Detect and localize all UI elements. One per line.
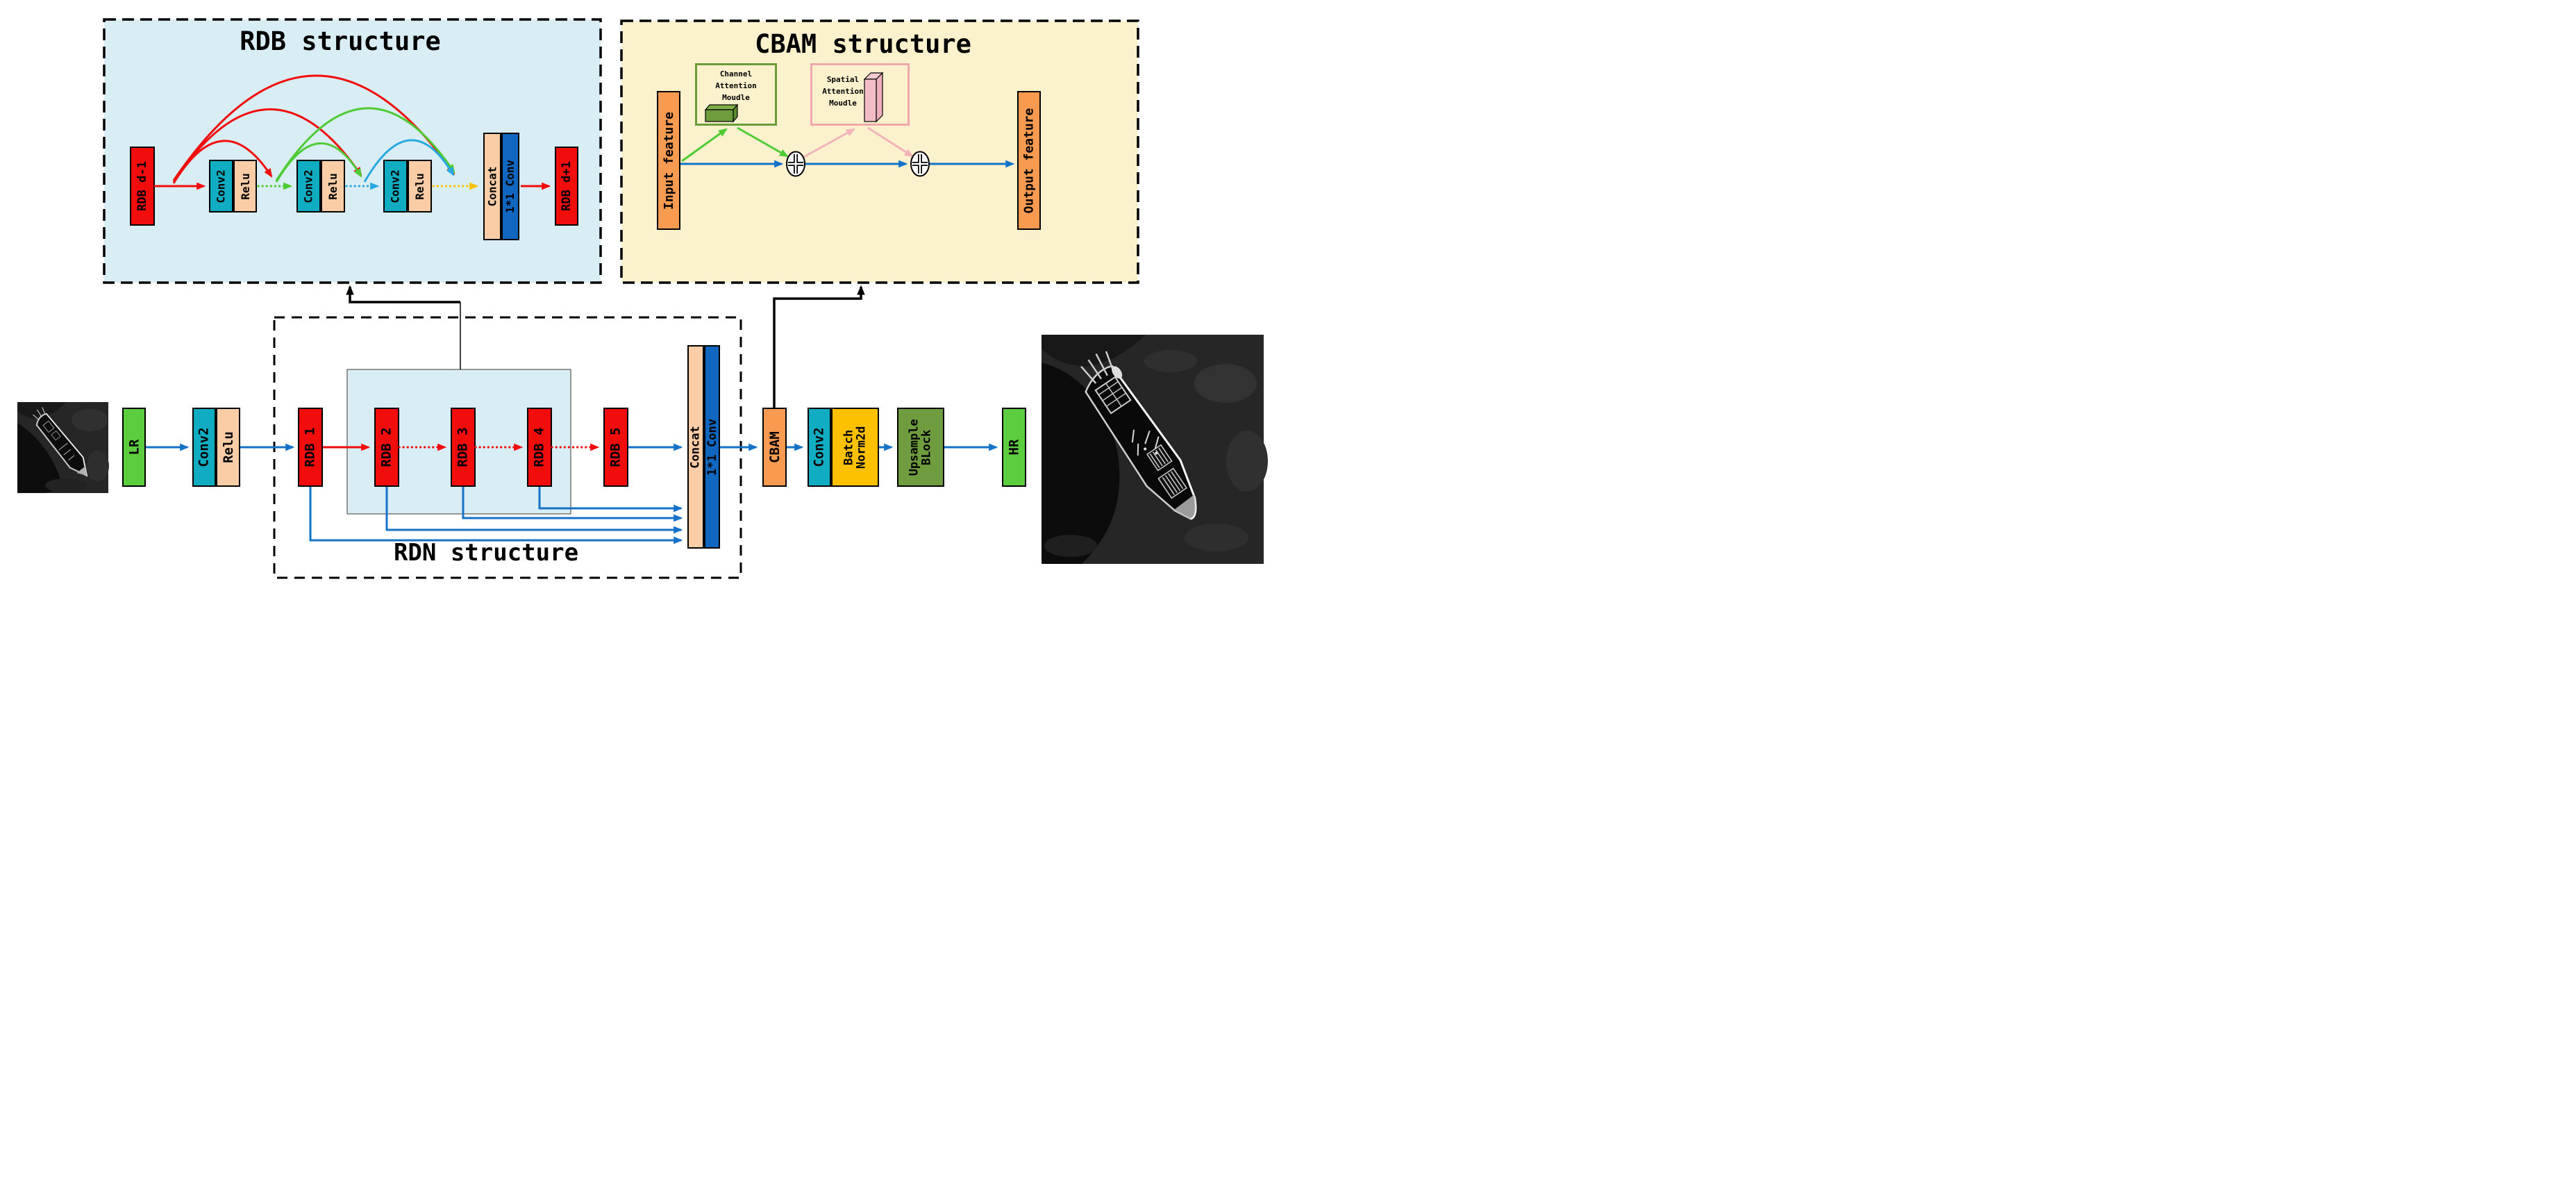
rdb-conv1x1: 1*1 Conv	[501, 133, 519, 240]
pipeline-conv2-head-label: Conv2	[196, 427, 212, 467]
pipeline-conv2-tail-label: Conv2	[812, 427, 828, 467]
channel-module-line1: Channel	[719, 69, 753, 78]
lr-input-image	[17, 402, 109, 493]
rdb-panel-title: RDB structure	[240, 26, 441, 56]
spatial-module-line1: Spatial	[826, 75, 860, 84]
background-layer	[17, 18, 1268, 579]
pipeline-rdb3: RDB 3	[451, 408, 476, 487]
pipeline-cbam-label: CBAM	[767, 431, 783, 463]
pipeline-batchnorm: Batch Norm2d	[831, 408, 879, 487]
rdb-block-d-plus-1: RDB d+1	[555, 147, 578, 226]
rdb-conv2-3: Conv2	[383, 160, 408, 212]
rdb-block-d-plus-1-label: RDB d+1	[560, 161, 574, 211]
pipeline-upsample-line2: BLock	[920, 429, 935, 465]
rdb-relu-3: Relu	[408, 160, 432, 212]
pipeline-upsample-line1: Upsample	[907, 419, 921, 476]
pipeline-rdb1: RDB 1	[298, 408, 323, 487]
channel-module-line2: Attention	[715, 81, 757, 91]
rdb-concat: Concat	[483, 133, 501, 240]
architecture-diagram: RDB structure CBAM structure RDN structu…	[0, 0, 1288, 600]
pipeline-lr-block: LR	[122, 408, 146, 487]
pipeline-batchnorm-line1: Batch	[842, 429, 856, 465]
spatial-attention-module: Spatial Attention Moudle	[810, 63, 910, 126]
pipeline-lr-label: LR	[126, 439, 142, 456]
pipeline-relu-head-label: Relu	[220, 431, 236, 463]
pipeline-relu-head: Relu	[216, 408, 240, 487]
pipeline-rdb5: RDB 5	[603, 408, 628, 487]
rdb-conv2-2: Conv2	[296, 160, 321, 212]
pipeline-hr-label: HR	[1006, 439, 1022, 456]
pipeline-rdb2: RDB 2	[374, 408, 399, 487]
rdb-relu-3-label: Relu	[413, 172, 426, 200]
rdb-conv2-2-label: Conv2	[302, 169, 316, 203]
rdb-relu-1: Relu	[233, 160, 257, 212]
pipeline-conv2-tail: Conv2	[808, 408, 831, 487]
cbam-output-feature-label: Output feature	[1021, 108, 1037, 213]
pipeline-rdb1-label: RDB 1	[303, 427, 319, 467]
rdb-block-d-minus-1-label: RDB d-1	[135, 161, 149, 211]
rdb-relu-1-label: Relu	[238, 172, 252, 200]
pipeline-conv1x1-label: 1*1 Conv	[705, 418, 719, 476]
pipeline-concat-label: Concat	[689, 425, 703, 469]
cbam-output-feature: Output feature	[1017, 91, 1041, 230]
cbam-panel-title: CBAM structure	[755, 29, 971, 59]
rdb-block-d-minus-1: RDB d-1	[130, 147, 155, 226]
pipeline-upsample: Upsample BLock	[897, 408, 944, 487]
cbam-structure-panel	[620, 19, 1139, 284]
cbam-input-feature-label: Input feature	[661, 111, 676, 210]
rdb-conv2-1-label: Conv2	[215, 169, 228, 203]
pipeline-rdb3-label: RDB 3	[455, 427, 471, 467]
pipeline-rdb4: RDB 4	[527, 408, 552, 487]
hr-output-image	[1042, 335, 1268, 564]
pipeline-rdb5-label: RDB 5	[608, 427, 624, 467]
rdb-relu-2-label: Relu	[326, 172, 340, 200]
pipeline-cbam-block: CBAM	[762, 408, 787, 487]
pipeline-conv2-head: Conv2	[192, 408, 216, 487]
spatial-module-line3: Moudle	[829, 99, 857, 108]
pipeline-hr-block: HR	[1002, 408, 1026, 487]
spatial-module-line2: Attention	[822, 87, 864, 97]
rdb-concat-label: Concat	[485, 166, 499, 207]
channel-attention-module: Channel Attention Moudle	[695, 63, 777, 126]
pipeline-concat: Concat	[687, 345, 704, 549]
rdb-conv1x1-label: 1*1 Conv	[503, 159, 517, 214]
pipeline-rdb4-label: RDB 4	[532, 427, 548, 467]
rdb-conv2-1: Conv2	[209, 160, 233, 212]
rdb-conv2-3-label: Conv2	[389, 169, 403, 203]
rdn-panel-title: RDN structure	[393, 539, 579, 567]
channel-module-line3: Moudle	[722, 93, 750, 103]
pipeline-rdb2-label: RDB 2	[379, 427, 395, 467]
cbam-input-feature: Input feature	[657, 91, 680, 230]
rdb-structure-panel	[103, 18, 602, 284]
rdb-relu-2: Relu	[321, 160, 345, 212]
pipeline-batchnorm-line2: Norm2d	[854, 426, 869, 469]
pipeline-conv1x1: 1*1 Conv	[704, 345, 720, 549]
